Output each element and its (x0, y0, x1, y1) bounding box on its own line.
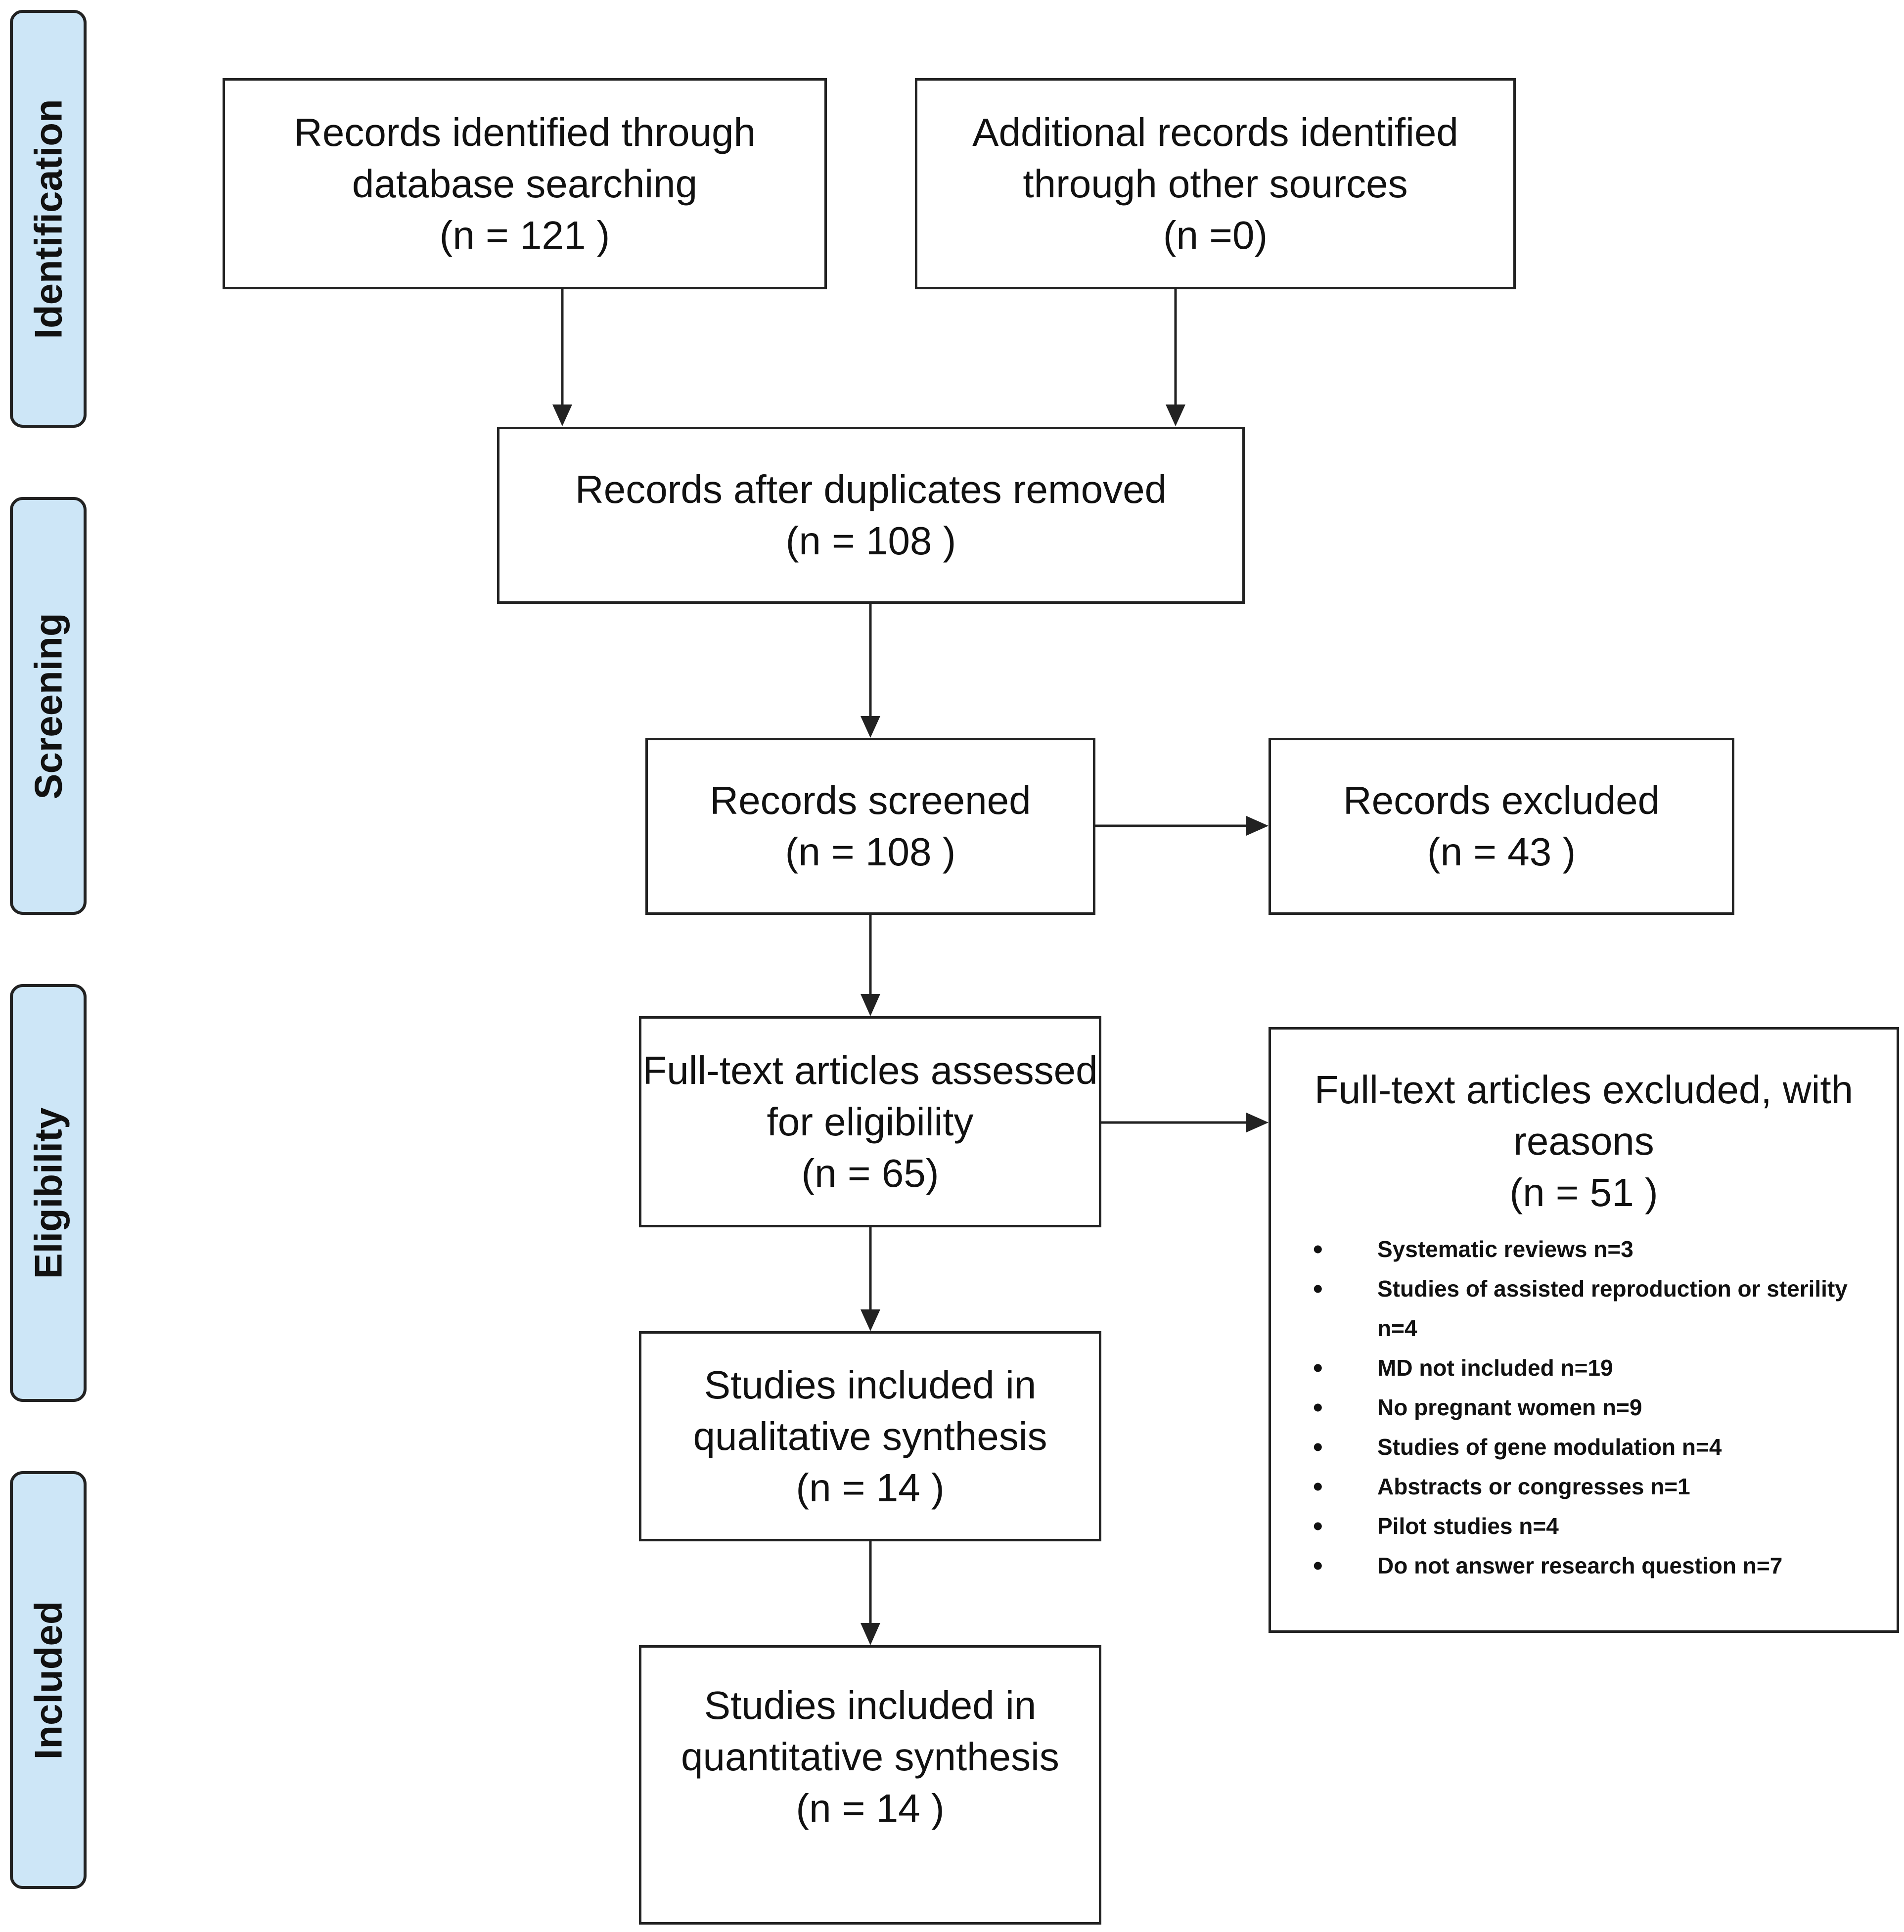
box-database-records-line2: database searching (352, 161, 698, 206)
box-records-screened-count: (n = 108 ) (785, 830, 956, 874)
box-fulltext-assessed-line2: for eligibility (767, 1099, 974, 1144)
exclusion-reason: Studies of assisted reproduction or ster… (1291, 1269, 1877, 1348)
box-fulltext-excluded-count: (n = 51 ) (1509, 1170, 1658, 1214)
exclusion-reason: Studies of gene modulation n=4 (1291, 1427, 1877, 1467)
arrowhead-fulltext-to-excluded (1246, 1113, 1269, 1132)
exclusion-reason: Abstracts or congresses n=1 (1291, 1467, 1877, 1506)
box-other-sources-line2: through other sources (1023, 161, 1408, 206)
exclusion-reason: Pilot studies n=4 (1291, 1506, 1877, 1546)
exclusion-reasons-list: Systematic reviews n=3 Studies of assist… (1291, 1229, 1877, 1585)
arrowhead-screened-to-excluded (1246, 816, 1269, 836)
box-records-excluded-line1: Records excluded (1343, 778, 1660, 822)
arrowhead-database-to-dedup (552, 404, 572, 426)
stage-eligibility: Eligibility (10, 984, 87, 1402)
exclusion-reason: Systematic reviews n=3 (1291, 1229, 1877, 1269)
box-fulltext-excluded: Full-text articles excluded, with reason… (1269, 1027, 1899, 1633)
box-quantitative-synthesis-line2: quantitative synthesis (681, 1735, 1059, 1779)
box-fulltext-excluded-line1: Full-text articles excluded, with (1314, 1068, 1854, 1112)
box-duplicates-removed: Records after duplicates removed (n = 10… (497, 427, 1245, 604)
exclusion-reason: No pregnant women n=9 (1291, 1388, 1877, 1427)
box-qualitative-synthesis-count: (n = 14 ) (796, 1465, 945, 1510)
stage-identification: Identification (10, 10, 87, 428)
box-fulltext-assessed-line1: Full-text articles assessed (642, 1048, 1098, 1092)
arrowhead-other-to-dedup (1166, 404, 1185, 426)
stage-screening: Screening (10, 497, 87, 915)
stage-included: Included (10, 1471, 87, 1889)
box-fulltext-assessed: Full-text articles assessed for eligibil… (639, 1016, 1101, 1227)
box-qualitative-synthesis-line1: Studies included in (704, 1362, 1037, 1407)
exclusion-reason: MD not included n=19 (1291, 1348, 1877, 1388)
box-other-sources-line1: Additional records identified (972, 110, 1458, 154)
box-database-records: Records identified through database sear… (223, 78, 827, 289)
box-qualitative-synthesis-line2: qualitative synthesis (693, 1414, 1047, 1458)
arrowhead-dedup-to-screened (861, 716, 880, 738)
box-duplicates-removed-line1: Records after duplicates removed (575, 467, 1167, 511)
exclusion-reason: Do not answer research question n=7 (1291, 1546, 1877, 1585)
arrowhead-screened-to-fulltext (861, 994, 880, 1016)
box-database-records-count: (n = 121 ) (439, 213, 610, 257)
arrowhead-fulltext-to-qualitative (861, 1309, 880, 1331)
box-quantitative-synthesis: Studies included in quantitative synthes… (639, 1645, 1101, 1925)
box-fulltext-excluded-heading: Full-text articles excluded, with reason… (1291, 1064, 1877, 1218)
box-other-sources-count: (n =0) (1163, 213, 1268, 257)
box-records-screened: Records screened (n = 108 ) (645, 738, 1095, 915)
box-database-records-line1: Records identified through (294, 110, 756, 154)
box-quantitative-synthesis-count: (n = 14 ) (796, 1786, 945, 1830)
box-duplicates-removed-count: (n = 108 ) (785, 519, 956, 563)
box-fulltext-excluded-line2: reasons (1513, 1119, 1654, 1163)
box-records-excluded: Records excluded (n = 43 ) (1269, 738, 1734, 915)
box-other-sources: Additional records identified through ot… (915, 78, 1516, 289)
box-fulltext-assessed-count: (n = 65) (801, 1151, 939, 1195)
box-records-excluded-count: (n = 43 ) (1427, 830, 1576, 874)
arrowhead-qualitative-to-quantitative (861, 1623, 880, 1645)
box-qualitative-synthesis: Studies included in qualitative synthesi… (639, 1331, 1101, 1541)
box-records-screened-line1: Records screened (710, 778, 1031, 822)
box-quantitative-synthesis-line1: Studies included in (704, 1683, 1037, 1727)
